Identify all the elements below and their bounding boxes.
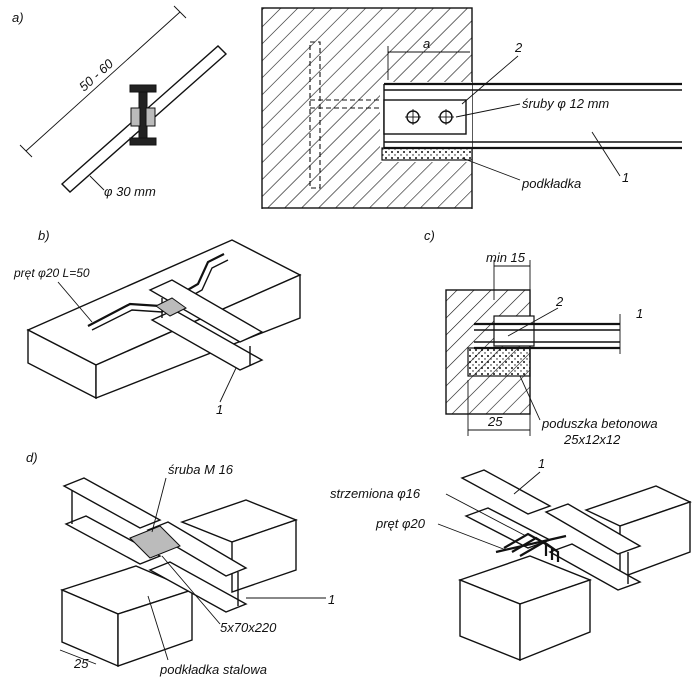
panel-b-isometric: b) pręt φ20 L=50 1: [13, 228, 302, 417]
dim-25-d: 25: [73, 656, 89, 671]
panel-a-rod-view: a) 50 - 60 φ 30 mm: [12, 5, 228, 199]
num-1-d-left: 1: [328, 592, 335, 607]
rod-diameter-label: φ 30 mm: [104, 184, 156, 199]
num-1-c: 1: [636, 306, 643, 321]
num-2-a: 2: [514, 40, 523, 55]
num-1-a: 1: [622, 170, 629, 185]
dim-25-c: 25: [487, 414, 503, 429]
dim-a: a: [423, 36, 430, 51]
steel-pad-label: podkładka stalowa: [159, 662, 267, 677]
stirrups-label: strzemiona φ16: [330, 486, 421, 501]
num-2-c: 2: [555, 294, 564, 309]
dim-min-15: min 15: [486, 250, 526, 265]
bolt-m16-label: śruba M 16: [168, 462, 234, 477]
bolts-label: śruby φ 12 mm: [522, 96, 609, 111]
panel-a-tag: a): [12, 10, 24, 25]
panel-c-tag: c): [424, 228, 435, 243]
cushion-size-label: 25x12x12: [563, 432, 621, 447]
pad-label: podkładka: [521, 176, 581, 191]
bar-label-b: pręt φ20 L=50: [13, 266, 90, 280]
panel-c-section: c) min 15 25 2 1 poduszka betonowa 25x12…: [424, 228, 658, 447]
panel-b-tag: b): [38, 228, 50, 243]
panel-d-tag: d): [26, 450, 38, 465]
panel-d-left: d) śruba M 16 5x70x220 1 25 podkładka st…: [26, 450, 335, 677]
panel-d-right: 1 strzemiona φ16 pręt φ20: [330, 456, 692, 662]
bar-label-d: pręt φ20: [375, 516, 426, 531]
panel-a-wall-view: a 2 śruby φ 12 mm 1 podkładka: [261, 7, 682, 210]
cushion-label: poduszka betonowa: [541, 416, 658, 431]
num-1-d-right: 1: [538, 456, 545, 471]
plate-size-label: 5x70x220: [220, 620, 277, 635]
num-1-b: 1: [216, 402, 223, 417]
